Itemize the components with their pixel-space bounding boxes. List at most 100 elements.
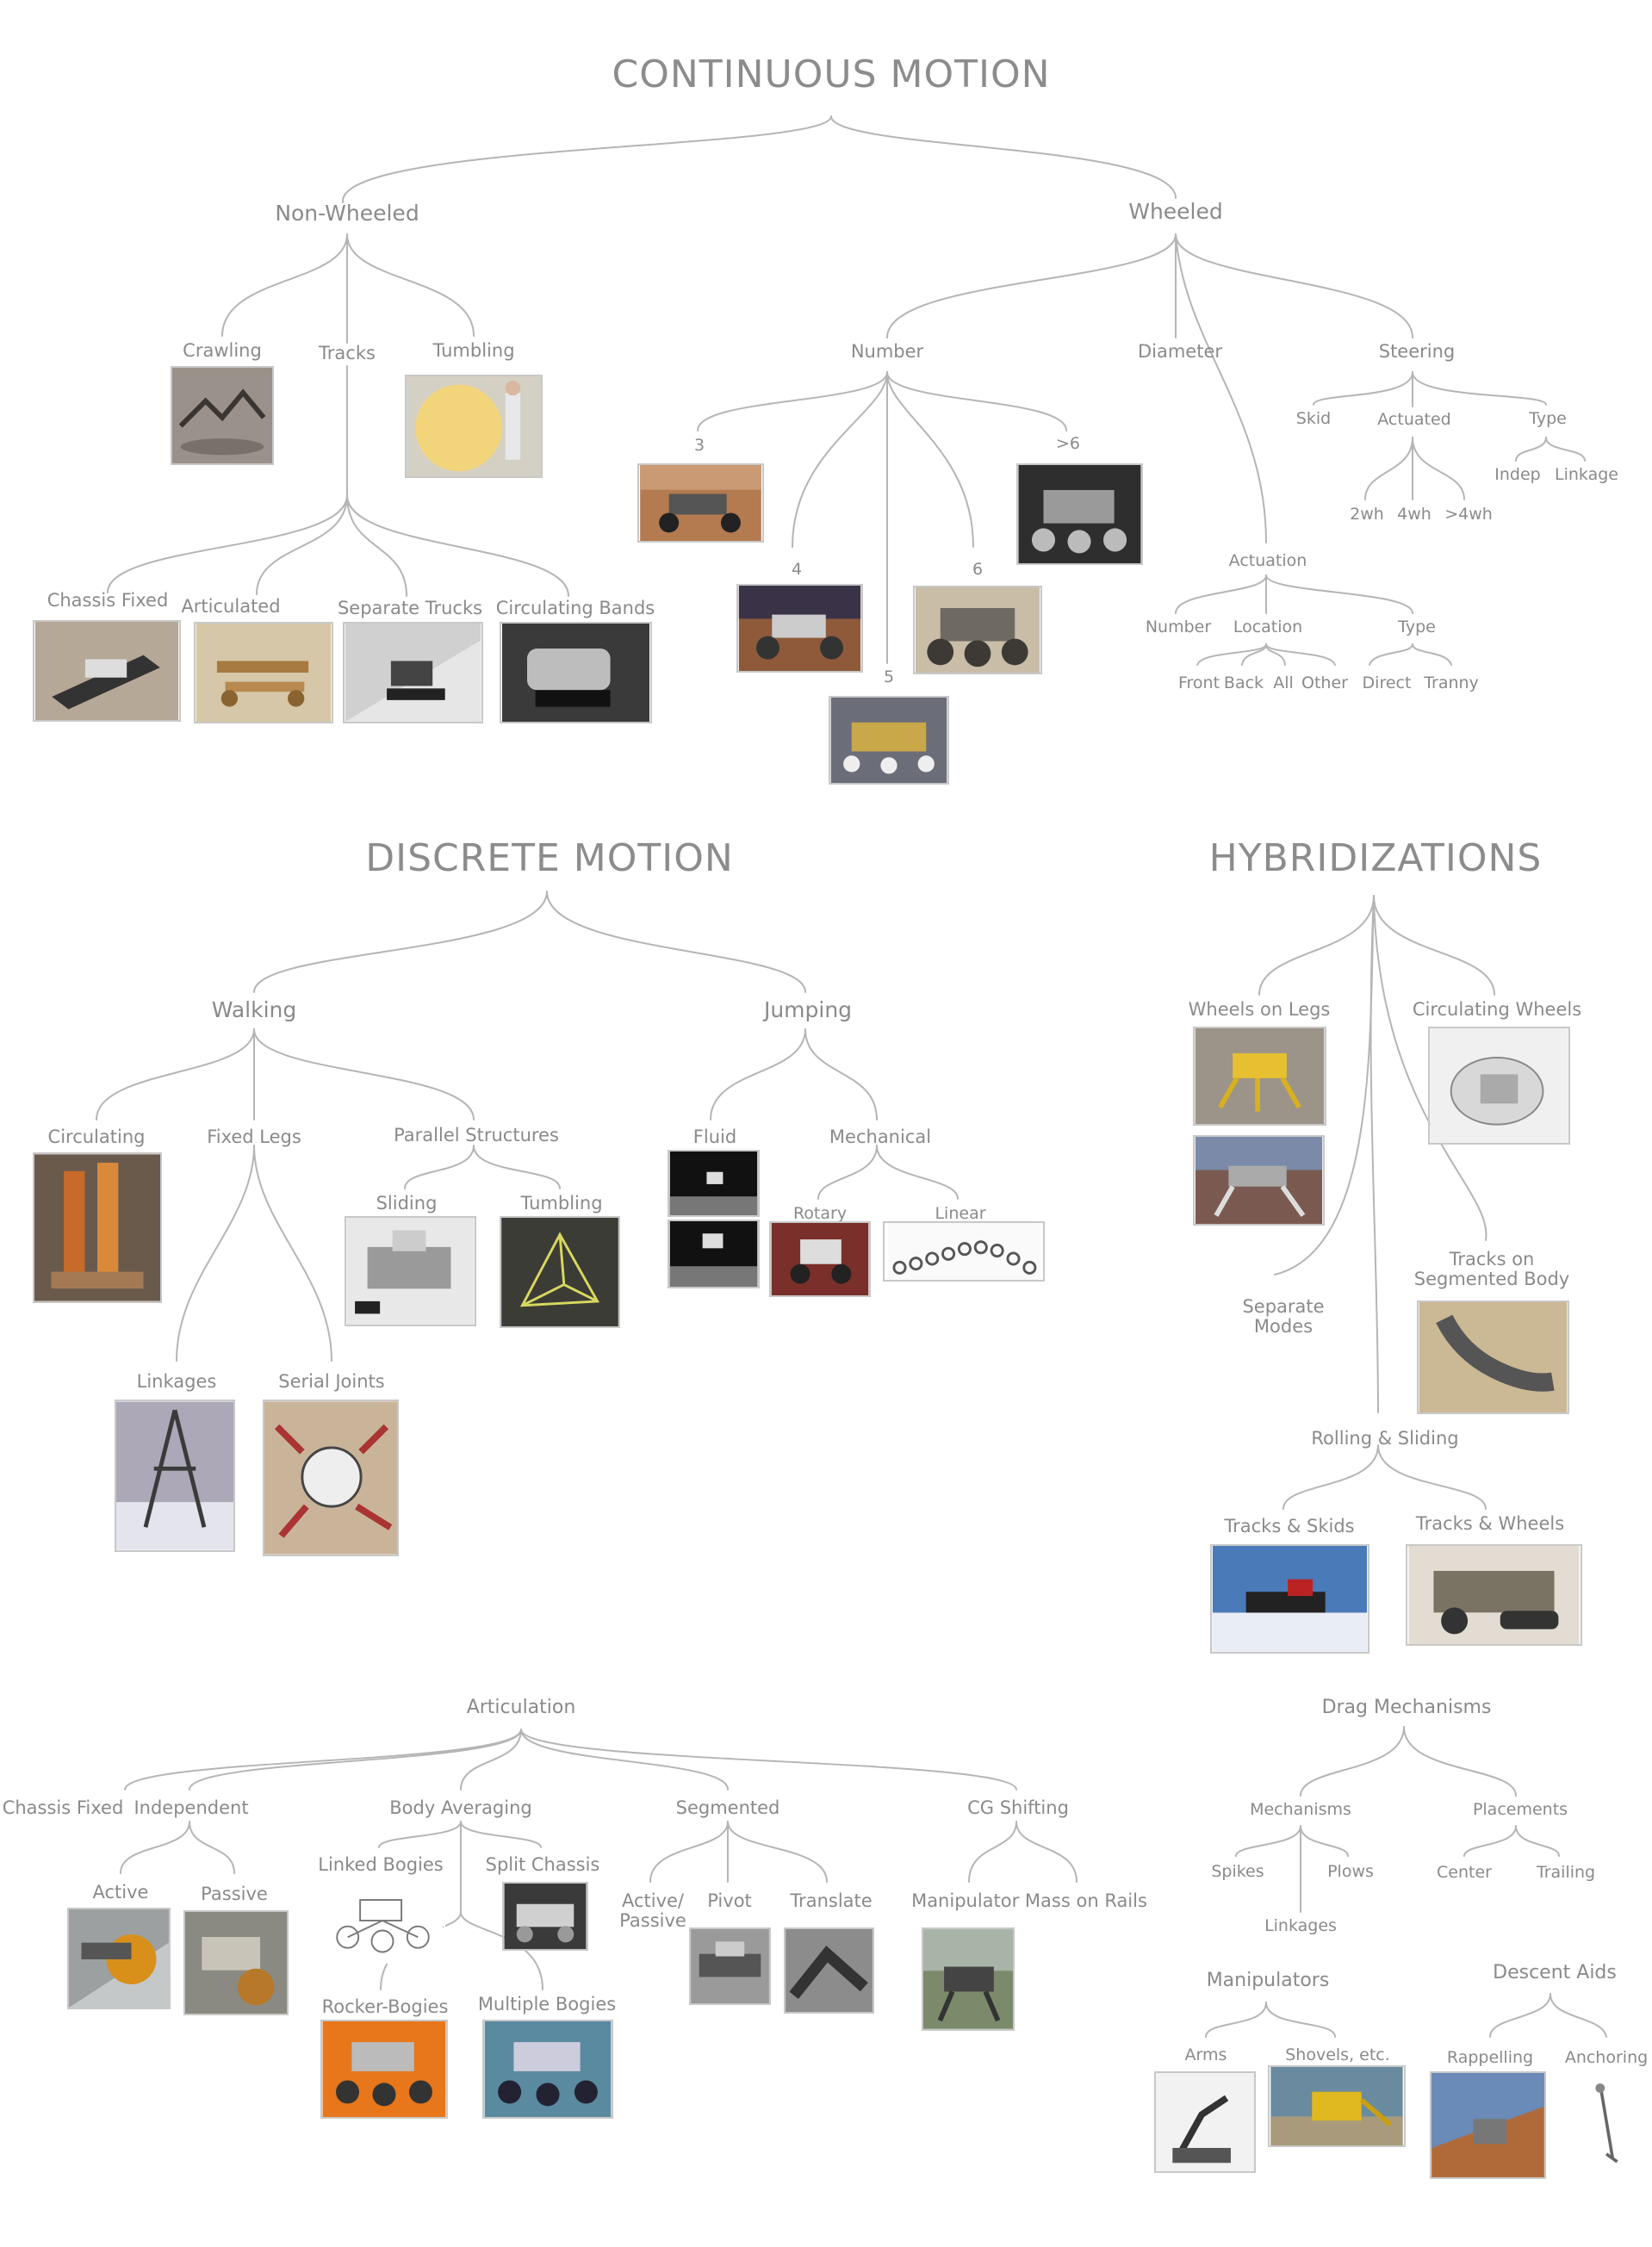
node-number-3: 3 (693, 436, 705, 455)
node-manipulator-mass-on-rails: Manipulator Mass on Rails (911, 1890, 1147, 1911)
node-tranny: Tranny (1424, 673, 1479, 692)
image-linked-bogies-drawing (320, 1878, 445, 1964)
image-4-wheeled-rover (736, 584, 863, 673)
title-continuous-motion: CONTINUOUS MOTION (612, 53, 1051, 96)
node-parallel-structures: Parallel Structures (394, 1125, 559, 1145)
node-circulating: Circulating (47, 1127, 146, 1147)
node-location: Location (1233, 618, 1303, 636)
node-front: Front (1177, 673, 1220, 692)
node-descent-aids: Descent Aids (1493, 1962, 1617, 1983)
node-mechanical: Mechanical (829, 1127, 932, 1147)
node-drag-linkages: Linkages (1264, 1916, 1337, 1935)
image-chassis-fixed-tracks (33, 620, 181, 722)
node-split-chassis: Split Chassis (485, 1854, 600, 1875)
image-tetrahedral-tumbler (500, 1216, 620, 1328)
image-tumbling-ball (405, 375, 543, 478)
node-fixed-legs: Fixed Legs (207, 1127, 301, 1147)
node-pivot: Pivot (707, 1890, 752, 1911)
image-passive-independent (183, 1910, 289, 2015)
node-number-6: 6 (972, 560, 984, 579)
image-active-independent (67, 1908, 171, 2009)
node-multiple-bogies: Multiple Bogies (477, 1994, 617, 2014)
node-direct: Direct (1362, 673, 1412, 692)
node-independent: Independent (134, 1797, 249, 1818)
image-tracks-wheels (1406, 1544, 1582, 1646)
node-actuation: Actuation (1228, 551, 1307, 570)
image-circulating-walker (33, 1152, 162, 1303)
node-gt4wh: >4wh (1444, 505, 1493, 524)
image-linear-jumper (883, 1221, 1045, 1282)
image-shovel-manipulator (1268, 2065, 1406, 2147)
node-circulating-wheels: Circulating Wheels (1412, 999, 1582, 1020)
image-linkages-walker (115, 1400, 235, 1552)
image-split-chassis (502, 1882, 588, 1951)
image-rappelling (1430, 2071, 1546, 2179)
node-walking: Walking (211, 997, 297, 1022)
image-rocker-bogies (320, 2020, 448, 2119)
image-pivot-segmented (689, 1927, 771, 2005)
image-gt6-wheeled-rover (1016, 463, 1143, 565)
node-placements: Placements (1472, 1800, 1568, 1819)
node-all: All (1273, 673, 1294, 692)
node-translate: Translate (790, 1890, 873, 1911)
image-5-wheeled-rover (829, 696, 949, 785)
node-number-gt6: >6 (1055, 434, 1081, 453)
node-rocker-bogies: Rocker-Bogies (321, 1996, 449, 2017)
node-indep: Indep (1494, 465, 1541, 484)
image-sliding-structure (345, 1216, 476, 1326)
node-shovels: Shovels, etc. (1285, 2045, 1390, 2064)
image-tracks-on-segmented-body (1417, 1300, 1569, 1414)
node-diameter: Diameter (1137, 341, 1223, 362)
node-tracks-wheels: Tracks & Wheels (1415, 1513, 1565, 1534)
image-circulating-bands (500, 622, 652, 723)
node-active-passive-line2: Passive (619, 1910, 686, 1931)
node-center: Center (1437, 1863, 1492, 1882)
node-crawling: Crawling (183, 340, 262, 361)
node-active-passive-line1: Active/ (621, 1890, 685, 1911)
image-wheels-on-legs-1 (1193, 1027, 1326, 1126)
node-chassis-fixed: Chassis Fixed (47, 590, 169, 611)
node-cg-shifting: CG Shifting (967, 1797, 1069, 1818)
node-trailing: Trailing (1536, 1863, 1596, 1882)
node-4wh: 4wh (1397, 505, 1432, 524)
image-articulated-tracks (194, 622, 333, 723)
node-plows: Plows (1327, 1862, 1374, 1881)
image-anchoring (1589, 2076, 1624, 2170)
node-spikes: Spikes (1211, 1862, 1264, 1881)
image-separate-trucks (343, 622, 483, 723)
node-linkages: Linkages (136, 1371, 217, 1392)
node-linear: Linear (935, 1204, 986, 1223)
node-circulating-bands: Circulating Bands (495, 598, 655, 618)
node-skid: Skid (1295, 409, 1332, 428)
node-anchoring: Anchoring (1564, 2048, 1649, 2067)
image-translate-segmented (784, 1927, 874, 2014)
node-arms: Arms (1184, 2045, 1227, 2064)
node-other: Other (1301, 673, 1348, 692)
node-sliding: Sliding (376, 1193, 438, 1214)
node-separate-trucks: Separate Trucks (337, 598, 483, 618)
image-fluid-jumper-1 (668, 1150, 760, 1217)
node-number-5: 5 (883, 667, 895, 686)
image-crawling-robot (171, 366, 274, 465)
image-circulating-wheels (1428, 1027, 1570, 1145)
title-hybridizations: HYBRIDIZATIONS (1208, 836, 1543, 880)
node-body-averaging: Body Averaging (389, 1797, 532, 1818)
image-wheels-on-legs-2 (1193, 1135, 1325, 1226)
node-linkage: Linkage (1555, 465, 1618, 484)
node-drag-mechanisms: Drag Mechanisms (1321, 1697, 1492, 1718)
node-non-wheeled: Non-Wheeled (275, 201, 419, 226)
image-arm-manipulator (1154, 2071, 1256, 2173)
node-separate-modes-line1: Separate (1242, 1296, 1325, 1317)
node-fluid: Fluid (692, 1127, 737, 1147)
node-actuation-number: Number (1145, 618, 1212, 636)
node-steering: Steering (1378, 341, 1456, 362)
node-tracks: Tracks (319, 343, 376, 363)
node-mechanisms: Mechanisms (1250, 1800, 1351, 1819)
node-separate-modes-line2: Modes (1253, 1316, 1314, 1337)
node-actuation-type: Type (1398, 618, 1436, 636)
node-serial-joints: Serial Joints (278, 1371, 385, 1392)
node-tracks-on-segmented-body-line1: Tracks on (1449, 1249, 1535, 1269)
node-wheeled: Wheeled (1128, 199, 1223, 224)
image-serial-joints-walker (263, 1400, 399, 1556)
